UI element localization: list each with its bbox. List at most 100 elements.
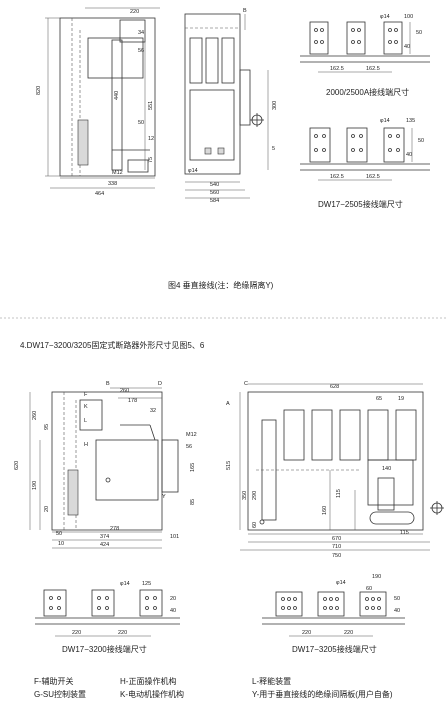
legend-item-y: Y-用于垂直接线的绝缘间隔板(用户自备) bbox=[252, 689, 393, 699]
dim-100: 100 bbox=[404, 14, 413, 20]
dim-560: 560 bbox=[210, 190, 219, 196]
dim-620: 620 bbox=[14, 461, 20, 470]
label-k: K bbox=[84, 404, 88, 410]
dim-584: 584 bbox=[210, 198, 219, 204]
dim-220: 220 bbox=[130, 9, 139, 15]
dim-50-s2: 50 bbox=[394, 596, 400, 602]
legend-item-h: H-正面操作机构 bbox=[120, 676, 176, 686]
dim-820: 820 bbox=[36, 86, 42, 95]
bottom-right-front-view bbox=[239, 383, 444, 551]
dim-750: 750 bbox=[332, 553, 341, 559]
dim-178: 178 bbox=[128, 398, 137, 404]
label-b: B bbox=[243, 8, 247, 14]
dim-20-s1: 20 bbox=[170, 596, 176, 602]
dim-65: 65 bbox=[376, 396, 382, 402]
dim-220-s1b: 220 bbox=[118, 630, 127, 636]
dim-32: 32 bbox=[150, 408, 156, 414]
dim-710: 710 bbox=[332, 544, 341, 550]
dim-464: 464 bbox=[95, 191, 104, 197]
top-left-side-view bbox=[45, 7, 160, 189]
dim-40-s1: 40 bbox=[170, 608, 176, 614]
dim-50-t2: 50 bbox=[418, 138, 424, 144]
caption-2000-2500a: 2000/2500A接线端尺寸 bbox=[326, 87, 409, 97]
dim-515: 515 bbox=[226, 461, 232, 470]
terminal-dw17-3200 bbox=[35, 589, 180, 637]
dim-220-s2a: 220 bbox=[302, 630, 311, 636]
legend-item-k: K-电动机操作机构 bbox=[120, 689, 184, 699]
dim-56: 56 bbox=[138, 48, 144, 54]
label-f: F bbox=[84, 392, 88, 398]
dim-424: 424 bbox=[100, 542, 109, 548]
legend-item-g: G-SU控制装置 bbox=[34, 689, 86, 699]
dim-125: 125 bbox=[142, 581, 151, 587]
dim-50: 50 bbox=[138, 120, 144, 126]
dim-190-s2: 190 bbox=[372, 574, 381, 580]
caption-dw17-3200: DW17−3200接线端尺寸 bbox=[62, 644, 147, 654]
dim-12: 12 bbox=[148, 136, 154, 142]
dim-40-s2: 40 bbox=[394, 608, 400, 614]
dim-phi14-t1: φ14 bbox=[380, 14, 390, 20]
dim-10: 10 bbox=[58, 541, 64, 547]
label-b-bottom: B bbox=[106, 381, 110, 387]
dim-50-t1: 50 bbox=[416, 30, 422, 36]
dim-165: 165 bbox=[190, 463, 196, 472]
dim-115-v: 115 bbox=[336, 489, 342, 498]
dim-162-5-b: 162.5 bbox=[366, 66, 380, 72]
dim-phi14-s2: φ14 bbox=[336, 580, 346, 586]
dim-220-s1a: 220 bbox=[72, 630, 81, 636]
dim-phi14-s1: φ14 bbox=[120, 581, 130, 587]
label-y: Y bbox=[162, 494, 166, 500]
label-l: L bbox=[84, 418, 87, 424]
dim-20: 20 bbox=[44, 506, 50, 512]
caption-dw17-3205: DW17−3205接线端尺寸 bbox=[292, 644, 377, 654]
label-h: H bbox=[84, 442, 88, 448]
dim-140: 140 bbox=[382, 466, 391, 472]
legend-item-l: L-释能装置 bbox=[252, 676, 291, 686]
terminal-dw17-3205 bbox=[262, 591, 405, 637]
caption-dw17-2505: DW17−2505接线端尺寸 bbox=[318, 199, 403, 209]
dim-290: 290 bbox=[252, 491, 258, 500]
dim-162-5-c: 162.5 bbox=[330, 174, 344, 180]
dim-phi14-mid: φ14 bbox=[188, 168, 198, 174]
dim-60: 60 bbox=[252, 522, 258, 528]
dim-551: 551 bbox=[148, 101, 154, 110]
dim-260-b: 260 bbox=[120, 388, 129, 394]
label-d: D bbox=[158, 381, 162, 387]
dim-162-5-d: 162.5 bbox=[366, 174, 380, 180]
label-a: A bbox=[226, 401, 230, 407]
dim-162-5-a: 162.5 bbox=[330, 66, 344, 72]
dim-19: 19 bbox=[398, 396, 404, 402]
dim-101: 101 bbox=[170, 534, 179, 540]
bottom-left-side-view bbox=[29, 387, 179, 549]
dim-628: 628 bbox=[330, 384, 339, 390]
legend-item-f: F-辅助开关 bbox=[34, 676, 74, 686]
dim-m12-b: M12 bbox=[186, 432, 197, 438]
dim-278: 278 bbox=[110, 526, 119, 532]
dim-75: 75 bbox=[148, 157, 154, 163]
dim-40-t1: 40 bbox=[404, 44, 410, 50]
dim-95: 95 bbox=[44, 424, 50, 430]
terminal-dw17-2505 bbox=[300, 127, 430, 181]
top-middle-front-view bbox=[184, 13, 269, 199]
figure-4-caption: 图4 垂直接线(注：绝缘隔离Y) bbox=[168, 280, 274, 290]
dim-5: 5 bbox=[272, 146, 275, 152]
dim-260-l: 260 bbox=[32, 411, 38, 420]
dim-338: 338 bbox=[108, 181, 117, 187]
dim-440: 440 bbox=[114, 91, 120, 100]
dim-85: 85 bbox=[190, 499, 196, 505]
dim-374: 374 bbox=[100, 534, 109, 540]
dim-350: 350 bbox=[242, 491, 248, 500]
dim-m12: M12 bbox=[112, 170, 123, 176]
dim-300: 300 bbox=[272, 101, 278, 110]
dim-220-s2b: 220 bbox=[344, 630, 353, 636]
dim-135: 135 bbox=[406, 118, 415, 124]
dim-56-b: 56 bbox=[186, 444, 192, 450]
dim-670: 670 bbox=[332, 536, 341, 542]
section-title: 4.DW17−3200/3205固定式断路器外形尺寸见图5、6 bbox=[20, 340, 205, 350]
dim-540: 540 bbox=[210, 182, 219, 188]
dim-160: 160 bbox=[322, 506, 328, 515]
dim-60-s2: 60 bbox=[366, 586, 372, 592]
dim-190: 190 bbox=[32, 481, 38, 490]
dim-34: 34 bbox=[138, 30, 144, 36]
